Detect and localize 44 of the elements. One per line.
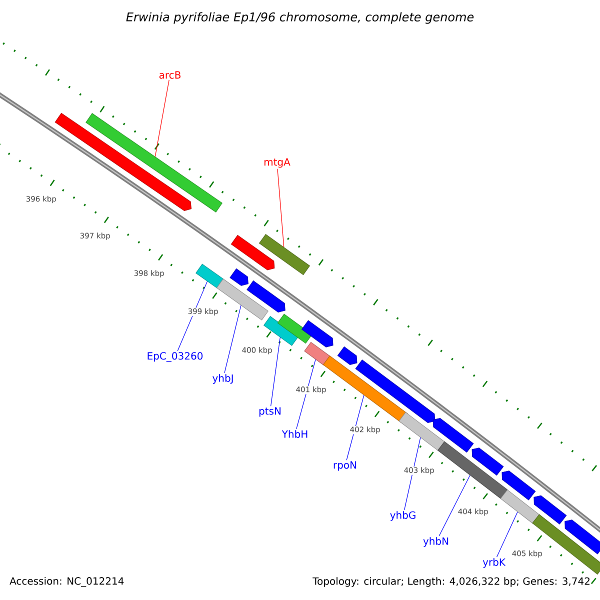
gene-feature bbox=[302, 320, 334, 348]
gene-feature bbox=[355, 360, 436, 423]
gene-feature bbox=[54, 112, 192, 211]
gene-label: ptsN bbox=[259, 407, 280, 417]
gene-feature bbox=[231, 234, 275, 270]
gene-feature bbox=[472, 448, 504, 476]
gene-label: yrbK bbox=[482, 558, 506, 568]
gene-bar bbox=[500, 490, 540, 524]
leader-line bbox=[154, 80, 170, 157]
footer-text: Topology: circular; Length: 4,026,322 bp; Genes: 3,742 bbox=[312, 577, 590, 587]
gene-bar bbox=[216, 278, 268, 320]
gene-feature bbox=[246, 280, 286, 312]
gene-bar bbox=[277, 314, 312, 344]
footer-text: Accession: NC_012214 bbox=[10, 577, 124, 587]
gene-label: EpC_03260 bbox=[148, 352, 203, 362]
gene-bar bbox=[264, 316, 299, 346]
title: Erwinia pyrifoliae Ep1/96 chromosome, complete genome bbox=[126, 12, 474, 24]
gene-label: rpoN bbox=[334, 461, 356, 471]
leader-line bbox=[296, 359, 316, 430]
leader-line bbox=[177, 281, 208, 352]
gene-bar bbox=[196, 264, 224, 288]
gene-feature bbox=[432, 418, 474, 453]
gene-feature bbox=[230, 268, 248, 286]
gene-feature bbox=[534, 495, 567, 524]
gene-label: YhbH bbox=[282, 430, 308, 438]
gene-feature bbox=[502, 470, 536, 500]
gene-label: arcB bbox=[159, 71, 180, 79]
leader-line bbox=[496, 512, 518, 558]
gene-feature bbox=[337, 346, 358, 365]
gene-label: mtgA bbox=[264, 158, 290, 168]
gene-bar bbox=[86, 113, 222, 212]
gene-label: yhbN bbox=[423, 537, 448, 547]
leader-line bbox=[404, 437, 421, 510]
gene-feature bbox=[564, 520, 600, 554]
leader-line bbox=[224, 305, 242, 374]
gene-bar bbox=[438, 441, 508, 499]
gene-bar bbox=[259, 234, 310, 276]
gene-bar bbox=[398, 412, 445, 451]
leader-line bbox=[438, 475, 470, 536]
leader-line bbox=[346, 394, 364, 460]
leader-line bbox=[270, 337, 280, 406]
gene-label: yhbG bbox=[390, 511, 416, 521]
gene-bar bbox=[304, 342, 330, 366]
gene-label: yhbJ bbox=[212, 374, 233, 384]
